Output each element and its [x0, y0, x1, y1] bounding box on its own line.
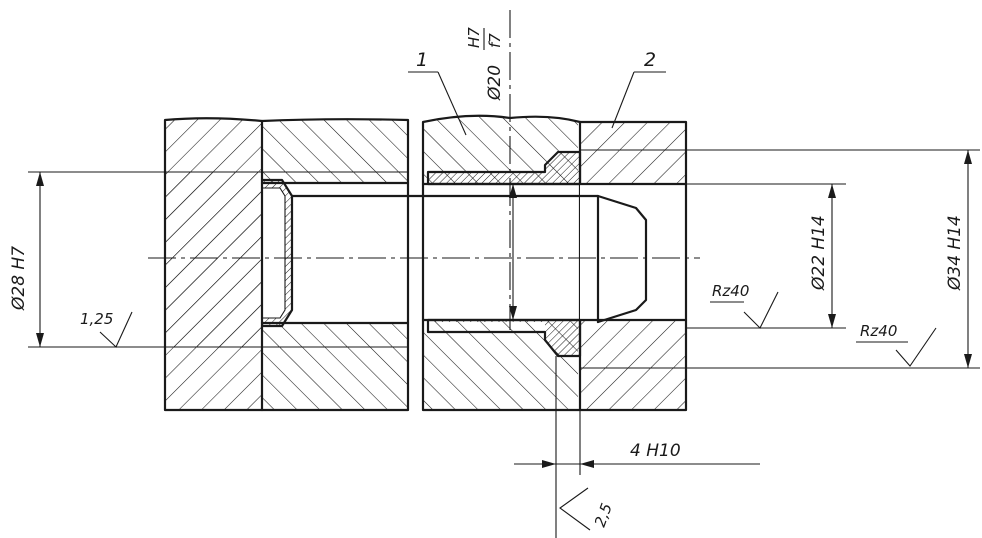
d34-label: Ø34 H14: [945, 215, 965, 291]
roughness-outer: Rz40: [856, 322, 937, 367]
d28-label: Ø28 H7: [9, 246, 29, 311]
sleeve: [426, 150, 582, 358]
dim-d20: Ø20 H7 f7: [465, 27, 517, 320]
shaft: [290, 194, 648, 324]
left-housing: [163, 117, 410, 412]
dim-d34: Ø34 H14: [686, 149, 980, 369]
d20-main-label: Ø20: [485, 65, 505, 101]
roughness-left-value: 1,25: [80, 310, 113, 328]
d22-label: Ø22 H14: [809, 215, 829, 291]
roughness-left: 1,25: [80, 310, 133, 348]
roughness-bottom: 2,5: [559, 487, 616, 531]
roughness-inner: Rz40: [710, 282, 779, 329]
leader-part-1: 1: [408, 49, 467, 136]
left-seal: [260, 178, 294, 328]
dim-width-4: 4 H10: [514, 356, 760, 538]
roughness-bottom-value: 2,5: [591, 501, 616, 530]
part-1-label: 1: [416, 49, 428, 71]
part-2-label: 2: [644, 49, 656, 71]
dim-d22: Ø22 H14: [646, 183, 846, 329]
roughness-outer-value: Rz40: [860, 322, 897, 340]
roughness-inner-value: Rz40: [712, 282, 749, 300]
leader-part-2: 2: [611, 49, 666, 129]
d20-shaft-fit: f7: [486, 33, 504, 48]
dim-d28: Ø28 H7: [9, 171, 165, 348]
part-2-housing: [578, 120, 688, 412]
width-4-label: 4 H10: [630, 441, 681, 461]
d20-hole-fit: H7: [465, 27, 483, 48]
